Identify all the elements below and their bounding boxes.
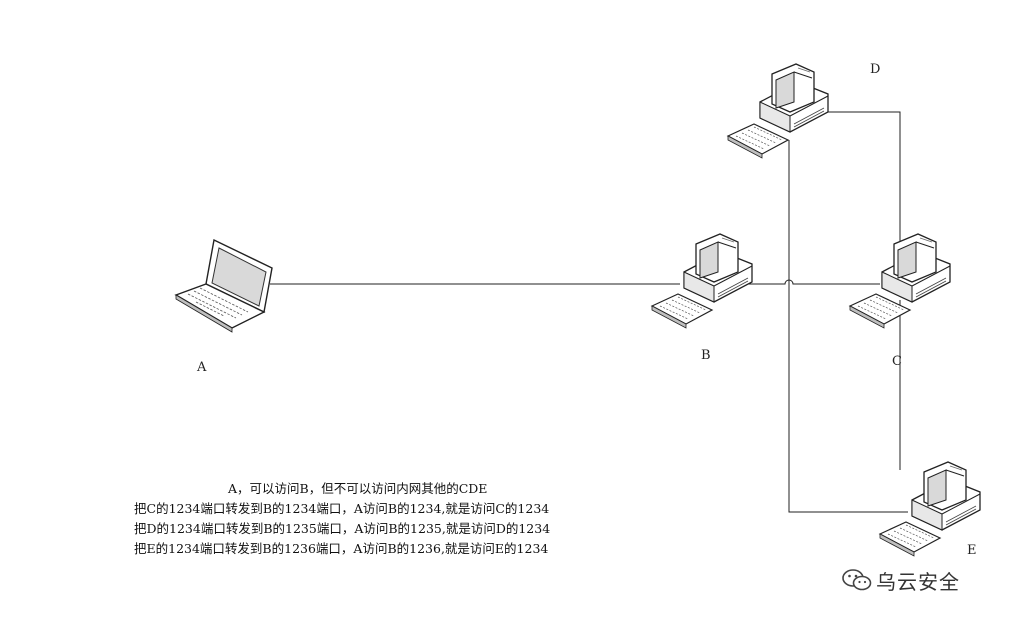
notes-line-e: 把E的1234端口转发到B的1236端口，A访问B的1236,就是访问E的123… [134, 541, 549, 556]
link-d-c [822, 111, 901, 260]
desktop-e-icon [879, 461, 981, 557]
node-label-e: E [967, 543, 977, 558]
port-forwarding-notes: A，可以访问B，但不可以访问内网其他的CDE 把C的1234端口转发到B的123… [134, 479, 634, 559]
notes-title: A，可以访问B，但不可以访问内网其他的CDE [228, 481, 488, 496]
desktop-b-icon [651, 233, 753, 329]
link-b-c [748, 279, 880, 285]
laptop-a-icon [174, 238, 273, 333]
watermark: 先知社区 乌云安全 [838, 556, 1018, 619]
node-label-c: C [892, 354, 902, 369]
notes-line-d: 把D的1234端口转发到B的1235端口，A访问B的1235,就是访问D的123… [134, 521, 551, 536]
node-label-d: D [870, 62, 880, 77]
node-label-a: A [196, 360, 207, 375]
desktop-c-icon [849, 233, 951, 329]
watermark-brand-text: 乌云安全 [876, 570, 960, 594]
link-d-e [788, 140, 908, 513]
notes-line-c: 把C的1234端口转发到B的1234端口，A访问B的1234,就是访问C的123… [134, 501, 550, 516]
desktop-d-icon [727, 63, 829, 159]
connections [270, 111, 908, 513]
wechat-icon [842, 569, 872, 591]
node-label-b: B [701, 348, 711, 363]
